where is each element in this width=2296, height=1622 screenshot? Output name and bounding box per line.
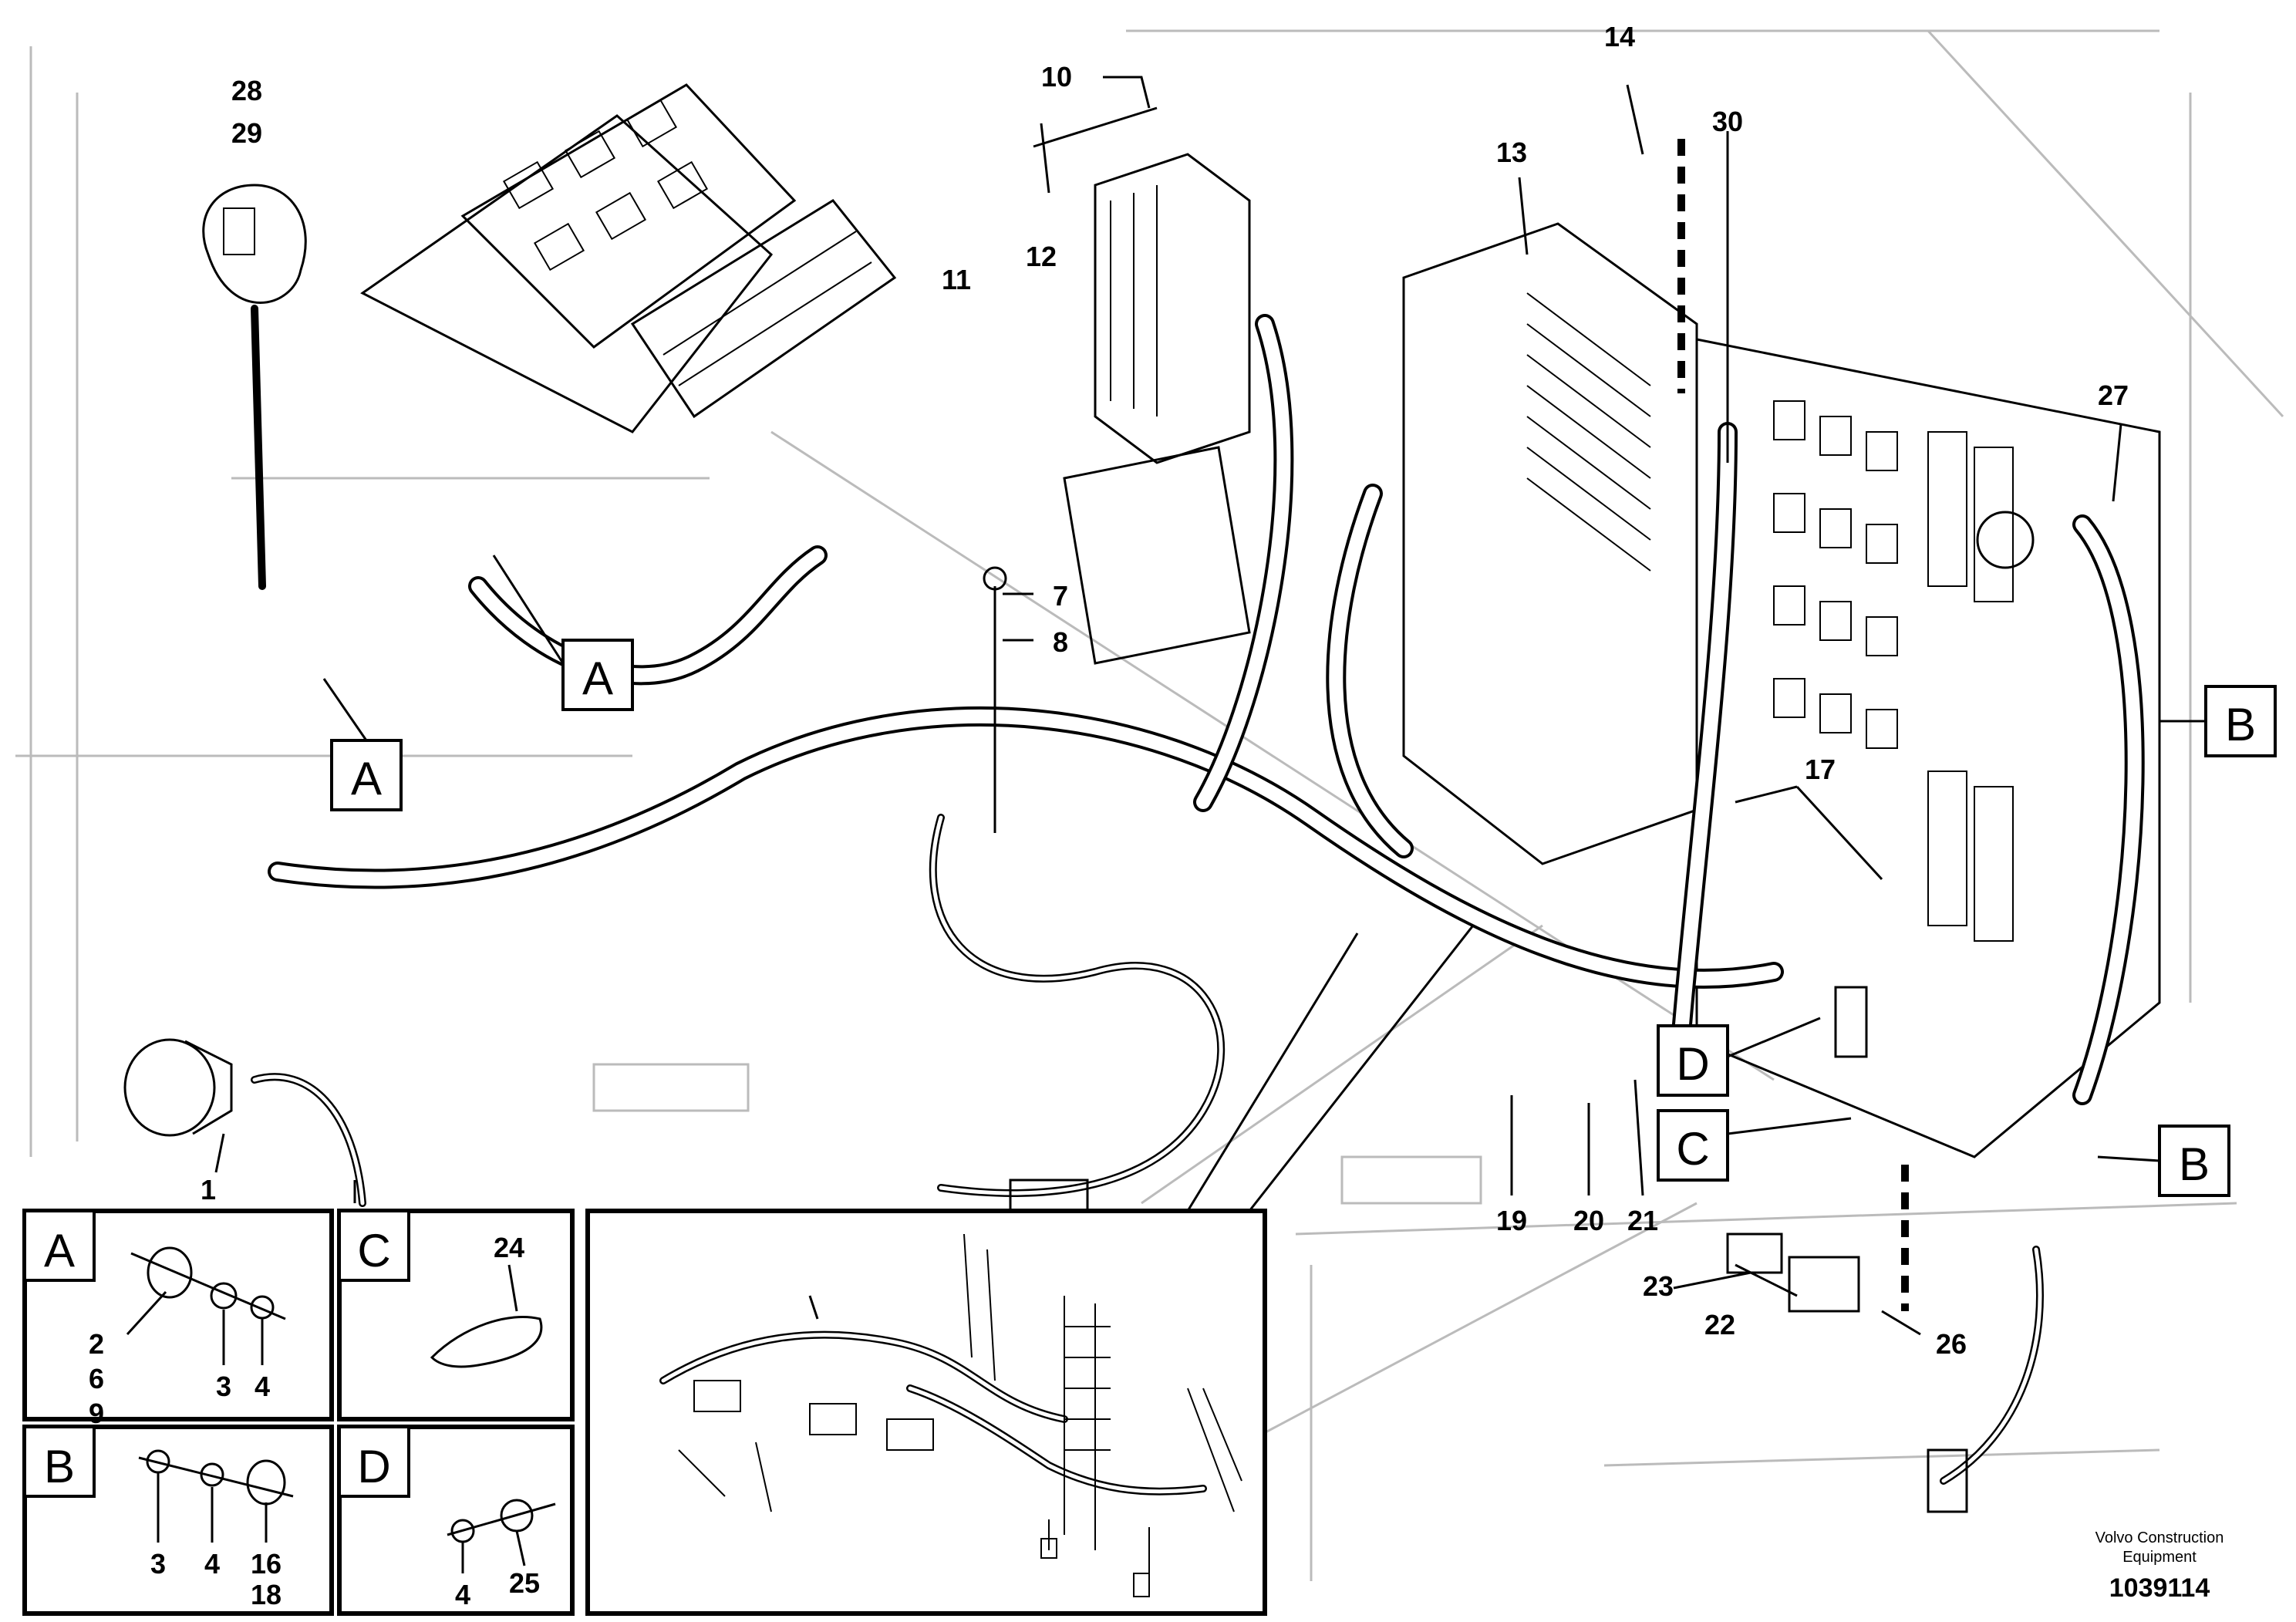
- callout-tag-a-2: A: [351, 753, 382, 804]
- cab-structure: [15, 29, 2284, 1581]
- inset-panel-b: B 3 4 16 18: [22, 1425, 334, 1616]
- part-label-30: 30: [1712, 106, 1743, 137]
- credit-line-2: Equipment: [2122, 1549, 2197, 1566]
- part-label-13: 13: [1496, 137, 1527, 168]
- part-labels: 28 29 10 14 30 13 27 11 12 7 8 17 19 20 …: [201, 21, 2129, 1360]
- inset-a-label-6: 6: [89, 1363, 104, 1394]
- credit-block: Volvo Construction Equipment 1039114: [2095, 1529, 2224, 1603]
- inset-b-label-4: 4: [204, 1548, 220, 1580]
- harness-detail-panel: [585, 925, 1475, 1616]
- inset-b-label-18: 18: [251, 1579, 282, 1610]
- part-label-22: 22: [1704, 1309, 1735, 1340]
- inset-d-label-4: 4: [455, 1579, 470, 1610]
- inset-b-tag: B: [44, 1441, 75, 1492]
- inset-d-tag: D: [357, 1441, 390, 1492]
- inset-a-label-9: 9: [89, 1398, 104, 1429]
- part-label-11: 11: [942, 264, 971, 295]
- switch-panel: [360, 83, 897, 433]
- credit-line-1: Volvo Construction: [2095, 1529, 2224, 1546]
- part-label-8: 8: [1053, 626, 1068, 658]
- part-label-10: 10: [1041, 61, 1072, 93]
- part-label-28: 28: [231, 75, 262, 106]
- callout-tag-b-2: B: [2179, 1138, 2210, 1190]
- part-label-26: 26: [1936, 1328, 1967, 1360]
- inset-a-tag: A: [44, 1225, 75, 1276]
- doc-number: 1039114: [2109, 1573, 2210, 1603]
- inset-b-label-16: 16: [251, 1548, 282, 1580]
- buzzer: [123, 1038, 233, 1137]
- part-label-17: 17: [1805, 754, 1836, 785]
- part-label-29: 29: [231, 117, 262, 149]
- leader-lines: [214, 76, 2122, 1336]
- inset-a-label-2: 2: [89, 1328, 104, 1360]
- inset-d-label-25: 25: [509, 1567, 540, 1599]
- relay-blocks: [1773, 400, 2035, 942]
- part-label-20: 20: [1573, 1205, 1604, 1236]
- inset-a-label-3: 3: [216, 1371, 231, 1402]
- inset-c-tag: C: [357, 1225, 390, 1276]
- part-label-1: 1: [201, 1174, 216, 1206]
- inset-c-label-24: 24: [494, 1232, 524, 1263]
- reference-lines: [1677, 139, 1909, 1311]
- control-units: [1063, 153, 2161, 1158]
- callout-tag-a-1: A: [582, 653, 613, 704]
- joystick-knob: [202, 184, 307, 590]
- inset-panel-d: D 4 25: [337, 1425, 575, 1616]
- part-label-14: 14: [1604, 21, 1635, 52]
- part-label-12: 12: [1026, 241, 1057, 272]
- callout-tag-b-1: B: [2225, 699, 2256, 750]
- part-label-23: 23: [1643, 1270, 1674, 1302]
- inset-b-label-3: 3: [150, 1548, 166, 1580]
- inset-panel-c: C 24: [337, 1209, 575, 1421]
- part-label-21: 21: [1627, 1205, 1658, 1236]
- callout-tags: A A B B C D: [322, 555, 2277, 1197]
- callout-tag-c: C: [1676, 1123, 1709, 1175]
- part-label-19: 19: [1496, 1205, 1527, 1236]
- callout-tag-d: D: [1676, 1038, 1709, 1090]
- part-label-7: 7: [1053, 580, 1068, 612]
- part-label-27: 27: [2098, 379, 2129, 411]
- inset-a-label-4: 4: [255, 1371, 270, 1402]
- cable-harness: [251, 314, 2145, 1485]
